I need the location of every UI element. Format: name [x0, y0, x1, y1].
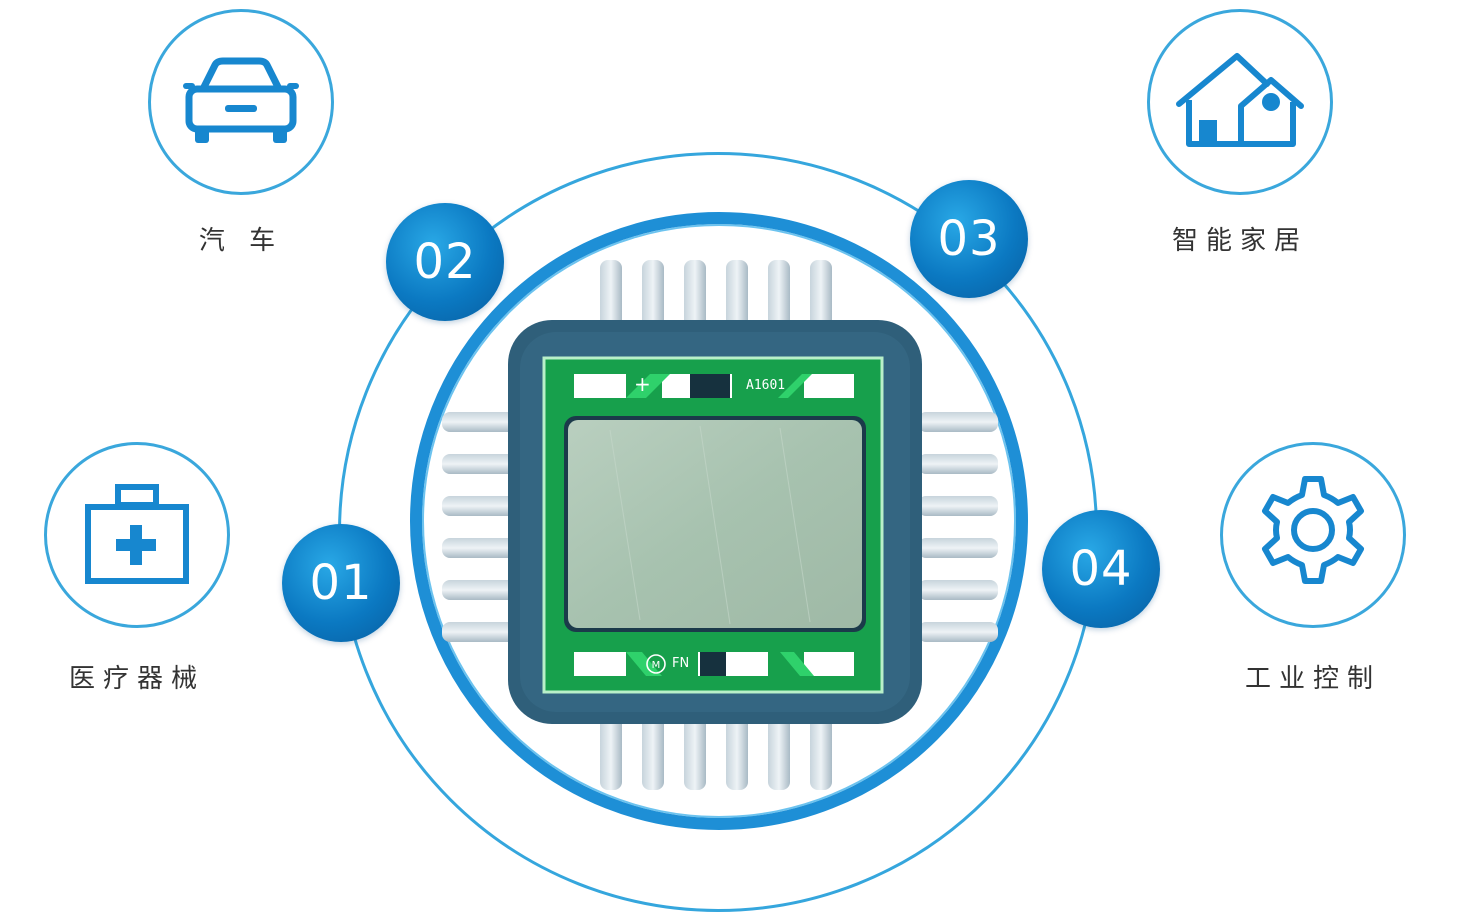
category-smart-home[interactable]: 智能家居: [1147, 9, 1333, 257]
category-smart-home-circle: [1147, 9, 1333, 195]
category-medical-circle: [44, 442, 230, 628]
medical-kit-icon: [85, 484, 189, 584]
badge-02: 02: [386, 203, 504, 321]
badge-04: 04: [1042, 510, 1160, 628]
chip-marking: A1601: [746, 378, 786, 393]
category-car-label: 汽 车: [198, 226, 284, 256]
gear-icon: [1262, 476, 1364, 584]
badge-01: 01: [282, 524, 400, 642]
chip-plus-sign: +: [634, 372, 651, 396]
category-medical[interactable]: 医疗器械: [44, 442, 230, 695]
category-car[interactable]: 汽 车: [148, 9, 334, 257]
svg-text:M: M: [652, 660, 661, 671]
left-pins: [442, 412, 522, 642]
category-medical-label: 医疗器械: [68, 664, 205, 694]
category-industrial-label: 工业控制: [1244, 664, 1381, 694]
category-industrial-circle: [1220, 442, 1406, 628]
house-icon: [1176, 53, 1304, 147]
bottom-pins: [600, 710, 832, 790]
category-smart-home-label: 智能家居: [1171, 226, 1308, 256]
category-car-circle: [148, 9, 334, 195]
chip-brand: FN: [672, 656, 690, 671]
chip-illustration: M: [442, 260, 998, 790]
infographic: M + A1601 FN 01 02 03 04 汽 车: [44, 9, 1406, 912]
right-pins: [918, 412, 998, 642]
car-icon: [183, 57, 299, 143]
category-industrial[interactable]: 工业控制: [1220, 442, 1406, 695]
badge-03: 03: [910, 180, 1028, 298]
